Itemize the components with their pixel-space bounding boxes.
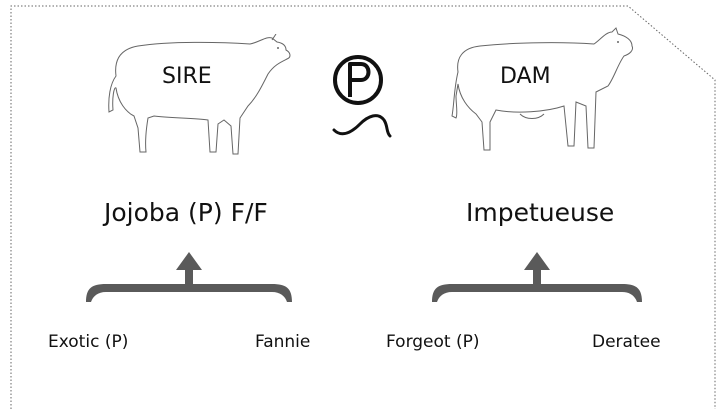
dam-lineage-arrow bbox=[432, 252, 642, 302]
sire-name: Jojoba (P) F/F bbox=[104, 198, 268, 227]
sire-parent-left: Exotic (P) bbox=[48, 332, 129, 352]
sire-lineage-arrow bbox=[86, 252, 292, 302]
dam-cow-icon bbox=[451, 27, 633, 151]
polled-gene-icon bbox=[332, 55, 392, 138]
dam-parent-right: Deratee bbox=[592, 332, 661, 352]
sire-label: SIRE bbox=[162, 64, 212, 89]
sire-bull-icon bbox=[108, 34, 291, 155]
dam-label: DAM bbox=[500, 64, 551, 89]
dam-name: Impetueuse bbox=[466, 198, 615, 227]
dam-parent-left: Forgeot (P) bbox=[386, 332, 480, 352]
sire-parent-right: Fannie bbox=[255, 332, 311, 352]
